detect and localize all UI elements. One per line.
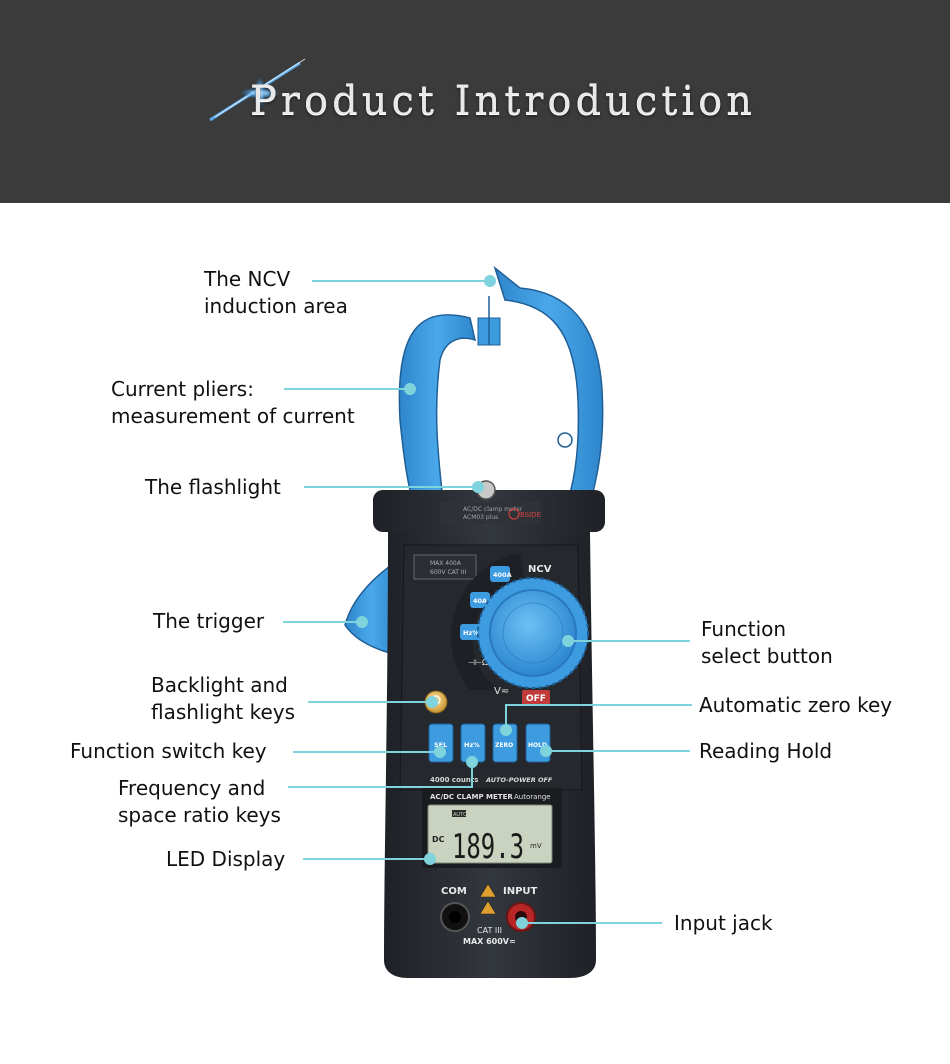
nameplate-line2: ACM03 plus	[463, 514, 498, 521]
com-label: COM	[441, 886, 467, 897]
callout-function-select: Function select button	[701, 617, 833, 668]
dial-hz-label	[460, 624, 482, 640]
function-select-dial[interactable]	[477, 577, 589, 689]
dial-ncv-label: NCV	[528, 564, 552, 575]
callout-ncv: The NCV induction area	[204, 267, 348, 318]
leader-frequency	[288, 762, 473, 788]
nameplate-line1: AC/DC clamp meter	[463, 506, 523, 513]
lcd-unit: mV	[530, 842, 542, 850]
rating-line2: 600V CAT III	[430, 569, 466, 576]
cat-label: CAT III	[477, 926, 502, 935]
callout-reading-hold: Reading Hold	[699, 739, 833, 763]
rating-line1: MAX 400A	[430, 560, 462, 567]
callout-function-switch: Function switch key	[70, 739, 267, 763]
brand-name: BSIDE	[520, 511, 541, 519]
max-voltage-label: MAX 600V≂	[463, 937, 516, 946]
dial-v-label: V≂	[494, 686, 509, 697]
svg-text:SEL: SEL	[434, 741, 447, 749]
warning-icon	[479, 883, 497, 898]
leader-auto-zero	[505, 704, 692, 730]
trigger[interactable]	[344, 558, 399, 656]
brand-logo-icon	[508, 508, 520, 520]
dial-diode-label: ⊣⊢Ω	[468, 658, 488, 667]
svg-text:Hz%: Hz%	[463, 629, 479, 637]
callout-flashlight: The flashlight	[145, 475, 281, 499]
light-streak-icon	[209, 58, 306, 122]
model-line: AC/DC CLAMP METER	[430, 793, 513, 801]
svg-text:40A: 40A	[473, 597, 487, 605]
dial-400a-label	[490, 566, 510, 582]
callout-pliers: Current pliers: measurement of current	[111, 377, 355, 428]
callout-led-display: LED Display	[166, 847, 286, 871]
dial-off-label	[522, 690, 550, 705]
lcd-display: AUTO DC 189.3 mV	[427, 804, 553, 867]
svg-text:ZERO: ZERO	[495, 742, 513, 749]
callout-backlight: Backlight and flashlight keys	[151, 673, 296, 724]
page-title: Product Introduction	[250, 78, 756, 124]
input-label: INPUT	[503, 886, 538, 897]
svg-text:HOLD: HOLD	[528, 742, 547, 749]
autorange-label: Autorange	[514, 793, 551, 801]
dial-40a-label	[470, 592, 490, 608]
lcd-reading: 189.3	[452, 827, 524, 867]
com-jack[interactable]	[440, 902, 470, 932]
header-banner: Product Introduction	[0, 0, 950, 203]
callout-trigger: The trigger	[153, 609, 265, 633]
svg-text:Hz%: Hz%	[464, 741, 480, 749]
lcd-dc-indicator: DC	[432, 835, 445, 844]
counts-label: 4000 counts	[430, 776, 478, 784]
callout-auto-zero: Automatic zero key	[699, 693, 893, 717]
lcd-auto-indicator: AUTO	[453, 812, 467, 818]
svg-text:OFF: OFF	[526, 694, 546, 704]
svg-text:400A: 400A	[493, 571, 512, 579]
auto-power-off-label: AUTO-POWER OFF	[485, 776, 553, 784]
callout-frequency: Frequency and space ratio keys	[118, 776, 281, 827]
callout-input-jack: Input jack	[674, 911, 773, 935]
warning-icon-2	[479, 900, 497, 915]
